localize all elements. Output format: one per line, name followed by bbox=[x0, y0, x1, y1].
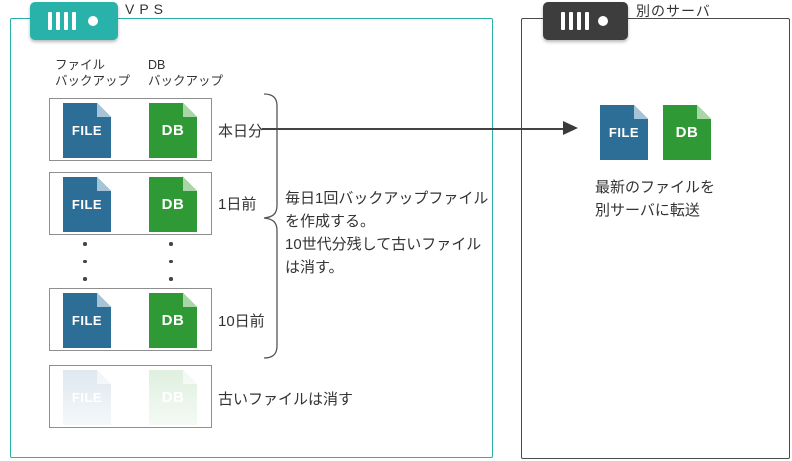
doc-fold-icon bbox=[97, 293, 111, 307]
ellipsis-dots-db bbox=[169, 242, 173, 281]
column-header-line: バックアップ bbox=[55, 74, 131, 88]
ghost-db-doc-icon: DB bbox=[149, 370, 197, 425]
file-doc-icon: FILE bbox=[63, 293, 111, 348]
server-bars-icon bbox=[48, 12, 76, 30]
transfer-arrow-line bbox=[262, 128, 565, 130]
doc-fold-icon bbox=[97, 103, 111, 117]
backup-row-10days: FILE DB bbox=[49, 288, 212, 351]
remote-db-doc-icon: DB bbox=[663, 105, 711, 160]
doc-label: FILE bbox=[71, 123, 103, 138]
doc-fold-icon bbox=[183, 293, 197, 307]
vps-panel-title: VPS bbox=[125, 1, 169, 17]
db-doc-icon: DB bbox=[149, 103, 197, 158]
column-header-db-backup: DB バックアップ bbox=[148, 57, 223, 89]
row-label-1day: 1日前 bbox=[218, 196, 257, 213]
ellipsis-dots-file bbox=[83, 242, 87, 281]
file-doc-icon: FILE bbox=[63, 103, 111, 158]
ghost-file-doc-icon: FILE bbox=[63, 370, 111, 425]
doc-label: DB bbox=[161, 122, 185, 139]
caption-line: 別サーバに転送 bbox=[595, 202, 700, 219]
caption-line: 最新のファイルを bbox=[595, 179, 716, 196]
row-label-delete-old: 古いファイルは消す bbox=[218, 391, 354, 408]
doc-fold-icon bbox=[183, 370, 197, 384]
doc-label: FILE bbox=[71, 390, 103, 405]
remote-file-doc-icon: FILE bbox=[600, 105, 648, 160]
doc-label: DB bbox=[161, 389, 185, 406]
backup-row-1day: FILE DB bbox=[49, 172, 212, 235]
doc-fold-icon bbox=[97, 370, 111, 384]
remote-caption-text: 最新のファイルを 別サーバに転送 bbox=[595, 176, 715, 222]
db-doc-icon: DB bbox=[149, 177, 197, 232]
doc-fold-icon bbox=[183, 177, 197, 191]
vps-server-icon bbox=[30, 2, 118, 40]
doc-label: DB bbox=[161, 196, 185, 213]
file-doc-icon: FILE bbox=[63, 177, 111, 232]
doc-label: FILE bbox=[71, 313, 103, 328]
backup-row-today: FILE DB bbox=[49, 98, 212, 161]
vps-panel-box bbox=[10, 18, 493, 458]
column-header-file-backup: ファイル バックアップ bbox=[55, 57, 130, 89]
remote-server-icon bbox=[543, 2, 628, 40]
backup-note-text: 毎日1回バックアップファイル を作成する。 10世代分残して古いファイル は消す… bbox=[285, 187, 488, 279]
server-dot-icon bbox=[598, 16, 608, 26]
row-label-10days: 10日前 bbox=[218, 313, 265, 330]
doc-fold-icon bbox=[183, 103, 197, 117]
remote-panel-box bbox=[521, 18, 790, 459]
remote-panel-title: 別のサーバ bbox=[636, 3, 711, 19]
row-label-today: 本日分 bbox=[218, 123, 264, 140]
backup-row-old-faded: FILE DB bbox=[49, 365, 212, 428]
db-doc-icon: DB bbox=[149, 293, 197, 348]
server-dot-icon bbox=[88, 16, 98, 26]
note-line: 毎日1回バックアップファイル bbox=[285, 190, 489, 207]
note-line: 10世代分残して古いファイル bbox=[285, 236, 482, 253]
column-header-line: DB bbox=[148, 58, 166, 72]
note-line: は消す。 bbox=[285, 259, 344, 276]
doc-label: DB bbox=[161, 312, 185, 329]
doc-label: FILE bbox=[71, 197, 103, 212]
group-brace bbox=[263, 93, 278, 359]
server-bars-icon bbox=[561, 12, 589, 30]
doc-label: FILE bbox=[608, 125, 640, 140]
doc-fold-icon bbox=[97, 177, 111, 191]
doc-label: DB bbox=[675, 124, 699, 141]
column-header-line: バックアップ bbox=[148, 74, 224, 88]
column-header-line: ファイル bbox=[55, 58, 106, 72]
transfer-arrow-head-icon bbox=[563, 121, 578, 135]
note-line: を作成する。 bbox=[285, 213, 376, 230]
